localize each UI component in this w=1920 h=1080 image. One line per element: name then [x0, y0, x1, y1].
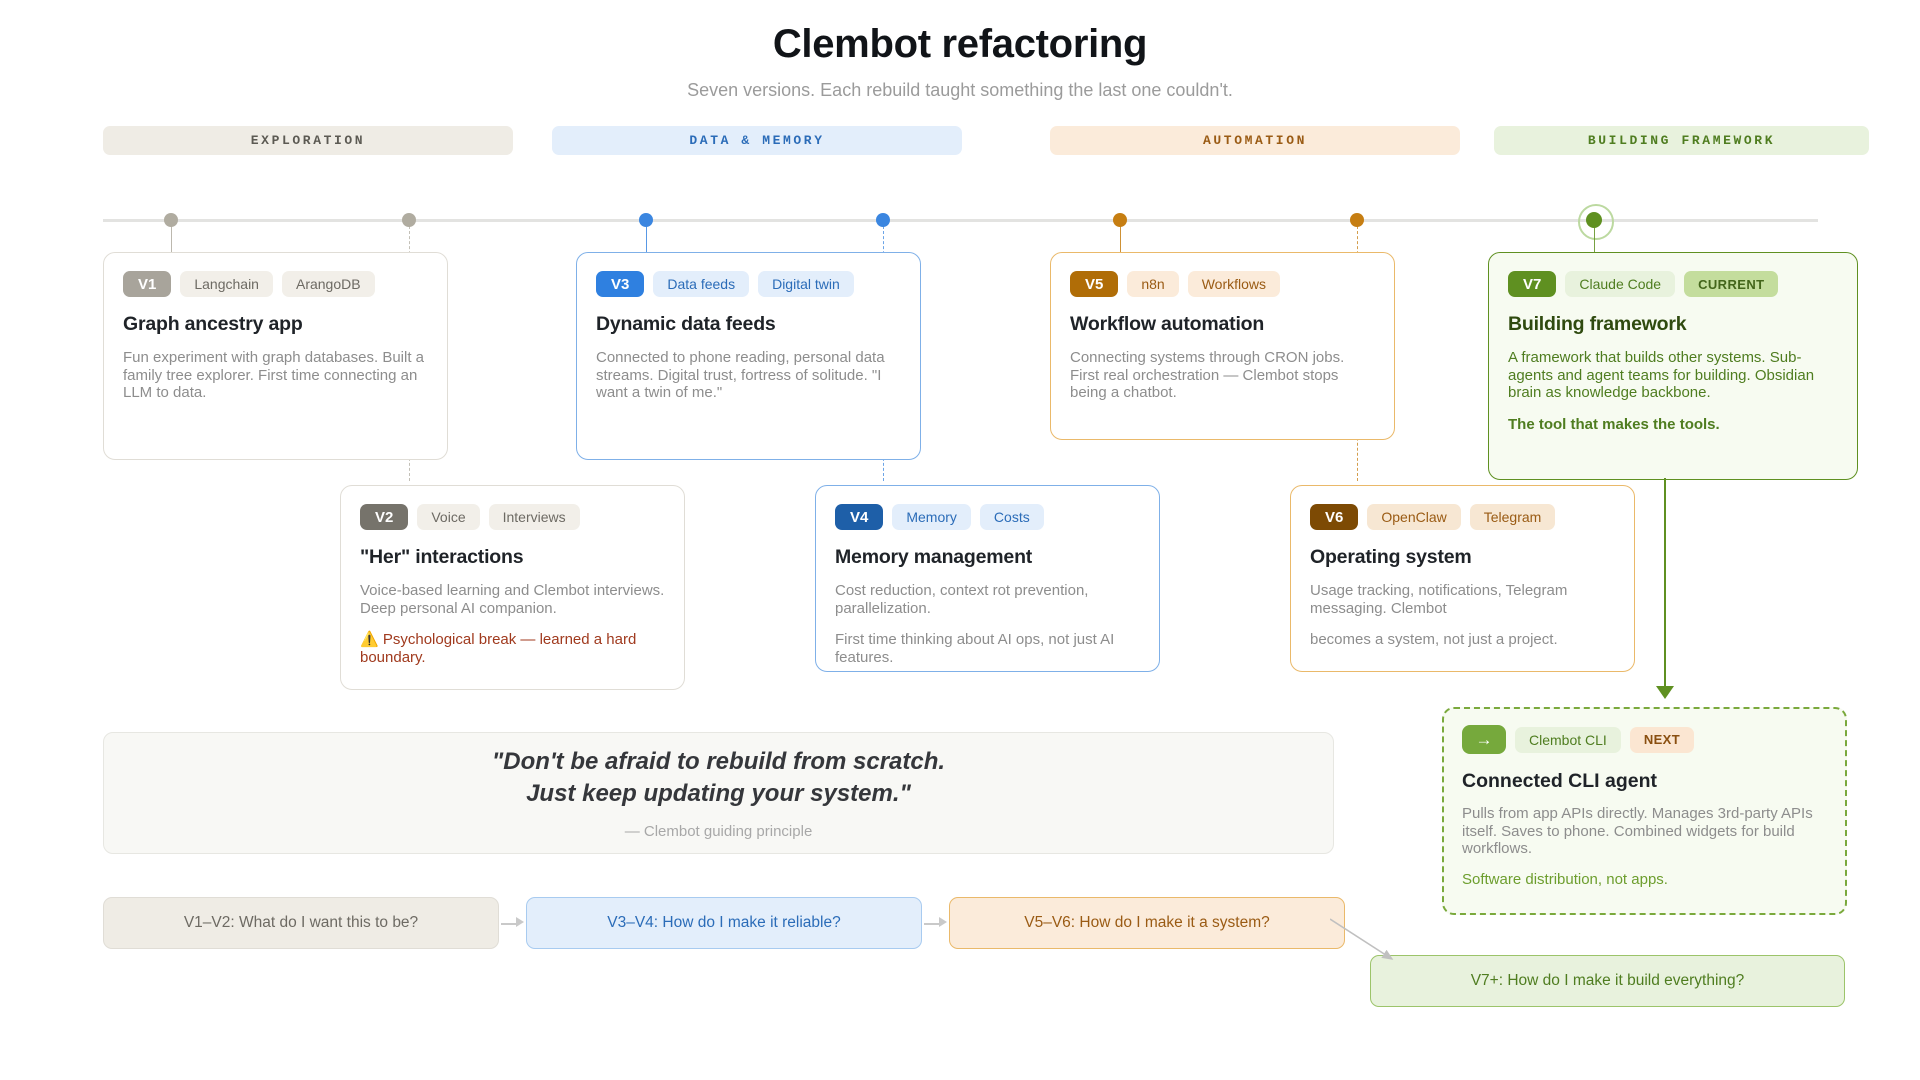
- card-accent: The tool that makes the tools.: [1508, 415, 1720, 433]
- chip-row: V1 Langchain ArangoDB: [123, 271, 428, 297]
- version-chip: V1: [123, 271, 172, 297]
- chip-row: V3 Data feeds Digital twin: [596, 271, 901, 297]
- timeline-stem-v5: [1120, 226, 1121, 270]
- quote-attribution: — Clembot guiding principle: [624, 822, 813, 840]
- tag-chip: Memory: [892, 504, 971, 530]
- quote-text: "Don't be afraid to rebuild from scratch…: [492, 746, 945, 809]
- tag-chip: n8n: [1127, 271, 1179, 297]
- timeline-stem-v1: [171, 226, 172, 270]
- status-badge: CURRENT: [1684, 271, 1779, 297]
- card-body: Cost reduction, context rot prevention, …: [835, 582, 1089, 617]
- version-chip: V3: [596, 271, 645, 297]
- phase-bar-3: AUTOMATION: [1050, 126, 1460, 155]
- version-chip: V4: [835, 504, 884, 530]
- next-card-accent: Software distribution, not apps.: [1462, 870, 1668, 888]
- progression-diagonal-arrow: [1330, 918, 1394, 960]
- quote-block: "Don't be afraid to rebuild from scratch…: [103, 732, 1334, 854]
- card-body: Connecting systems through CRON jobs. Fi…: [1070, 349, 1345, 402]
- tag-chip: OpenClaw: [1367, 504, 1461, 530]
- next-card-title: Connected CLI agent: [1462, 770, 1658, 792]
- arrow-right-icon: →: [1462, 725, 1506, 754]
- tag-chip: ArangoDB: [281, 271, 375, 297]
- chip-row: V7 Claude Code CURRENT: [1508, 271, 1838, 297]
- next-card[interactable]: → Clembot CLI NEXT Connected CLI agent P…: [1442, 707, 1847, 915]
- timeline-stem-v7: [1594, 226, 1595, 270]
- card-title: Building framework: [1508, 313, 1687, 335]
- phase-bar-1: EXPLORATION: [103, 126, 513, 155]
- card-body: First time thinking about AI ops, not ju…: [835, 631, 1115, 666]
- card-title: Operating system: [1310, 546, 1472, 568]
- card-body: Connected to phone reading, personal dat…: [596, 349, 885, 402]
- progression-arrow-1: [501, 923, 516, 925]
- version-chip: V6: [1310, 504, 1359, 530]
- timeline-dot-v6[interactable]: [1350, 213, 1364, 227]
- chip-row: V6 OpenClaw Telegram: [1310, 504, 1615, 530]
- progression-step-2[interactable]: V3–V4: How do I make it reliable?: [526, 897, 922, 949]
- card-body: Fun experiment with graph databases. Bui…: [123, 349, 425, 402]
- tag-chip: Claude Code: [1565, 271, 1676, 297]
- tag-chip: Workflows: [1187, 271, 1281, 297]
- tag-chip: Telegram: [1469, 504, 1556, 530]
- card-title: Dynamic data feeds: [596, 313, 776, 335]
- next-card-body: Pulls from app APIs directly. Manages 3r…: [1462, 805, 1813, 858]
- card-body: Usage tracking, notifications, Telegram …: [1310, 582, 1568, 617]
- card-title: Memory management: [835, 546, 1033, 568]
- timeline-dot-v3[interactable]: [639, 213, 653, 227]
- progression-step-3[interactable]: V5–V6: How do I make it a system?: [949, 897, 1345, 949]
- card-title: "Her" interactions: [360, 546, 524, 568]
- v7-to-next-connector: [1664, 478, 1666, 688]
- version-chip: V2: [360, 504, 409, 530]
- tag-chip: Costs: [979, 504, 1044, 530]
- tag-chip: Voice: [417, 504, 480, 530]
- tag-chip: Data feeds: [653, 271, 750, 297]
- next-card-tag: Clembot CLI: [1515, 726, 1621, 753]
- phase-bar-4: BUILDING FRAMEWORK: [1494, 126, 1869, 155]
- page-subtitle: Seven versions. Each rebuild taught some…: [687, 80, 1233, 100]
- timeline-dot-v4[interactable]: [876, 213, 890, 227]
- card-title: Workflow automation: [1070, 313, 1265, 335]
- card-body: A framework that builds other systems. S…: [1508, 349, 1815, 402]
- card-body: Voice-based learning and Clembot intervi…: [360, 582, 665, 617]
- progression-arrow-2: [924, 923, 939, 925]
- progression-arrowhead-2: [939, 917, 947, 927]
- tag-chip: Langchain: [180, 271, 273, 297]
- timeline-stem-v3: [646, 226, 647, 270]
- tag-chip: Digital twin: [758, 271, 854, 297]
- tag-chip: Interviews: [488, 504, 580, 530]
- card-warning: ⚠️ Psychological break — learned a hard …: [360, 631, 637, 666]
- chip-row: V2 Voice Interviews: [360, 504, 665, 530]
- page-title: Clembot refactoring: [772, 22, 1148, 66]
- version-card-v7[interactable]: V7 Claude Code CURRENT Building framework A …: [1488, 252, 1858, 480]
- timeline-axis: [103, 219, 1818, 222]
- card-body: becomes a system, not just a project.: [1310, 631, 1558, 649]
- chip-row: V4 Memory Costs: [835, 504, 1140, 530]
- phase-bar-2: DATA & MEMORY: [552, 126, 962, 155]
- v7-to-next-arrowhead: [1656, 686, 1674, 699]
- version-chip: V5: [1070, 271, 1119, 297]
- card-title: Graph ancestry app: [123, 313, 303, 335]
- next-card-badge: NEXT: [1629, 726, 1695, 753]
- version-chip: V7: [1508, 271, 1557, 297]
- quote-line-1: "Don't be afraid to rebuild from scratch…: [491, 748, 946, 776]
- chip-row: V5 n8n Workflows: [1070, 271, 1375, 297]
- next-card-chips: → Clembot CLI NEXT: [1462, 725, 1827, 754]
- timeline-dot-v1[interactable]: [164, 213, 178, 227]
- timeline-dot-v7[interactable]: [1586, 212, 1602, 228]
- timeline-dot-v5[interactable]: [1113, 213, 1127, 227]
- quote-line-2: Just keep updating your system.": [526, 780, 911, 807]
- timeline-dot-v2[interactable]: [402, 213, 416, 227]
- progression-step-4[interactable]: V7+: How do I make it build everything?: [1370, 955, 1845, 1007]
- progression-step-1[interactable]: V1–V2: What do I want this to be?: [103, 897, 499, 949]
- timeline-current-ring: [1578, 204, 1614, 240]
- progression-arrowhead-1: [516, 917, 524, 927]
